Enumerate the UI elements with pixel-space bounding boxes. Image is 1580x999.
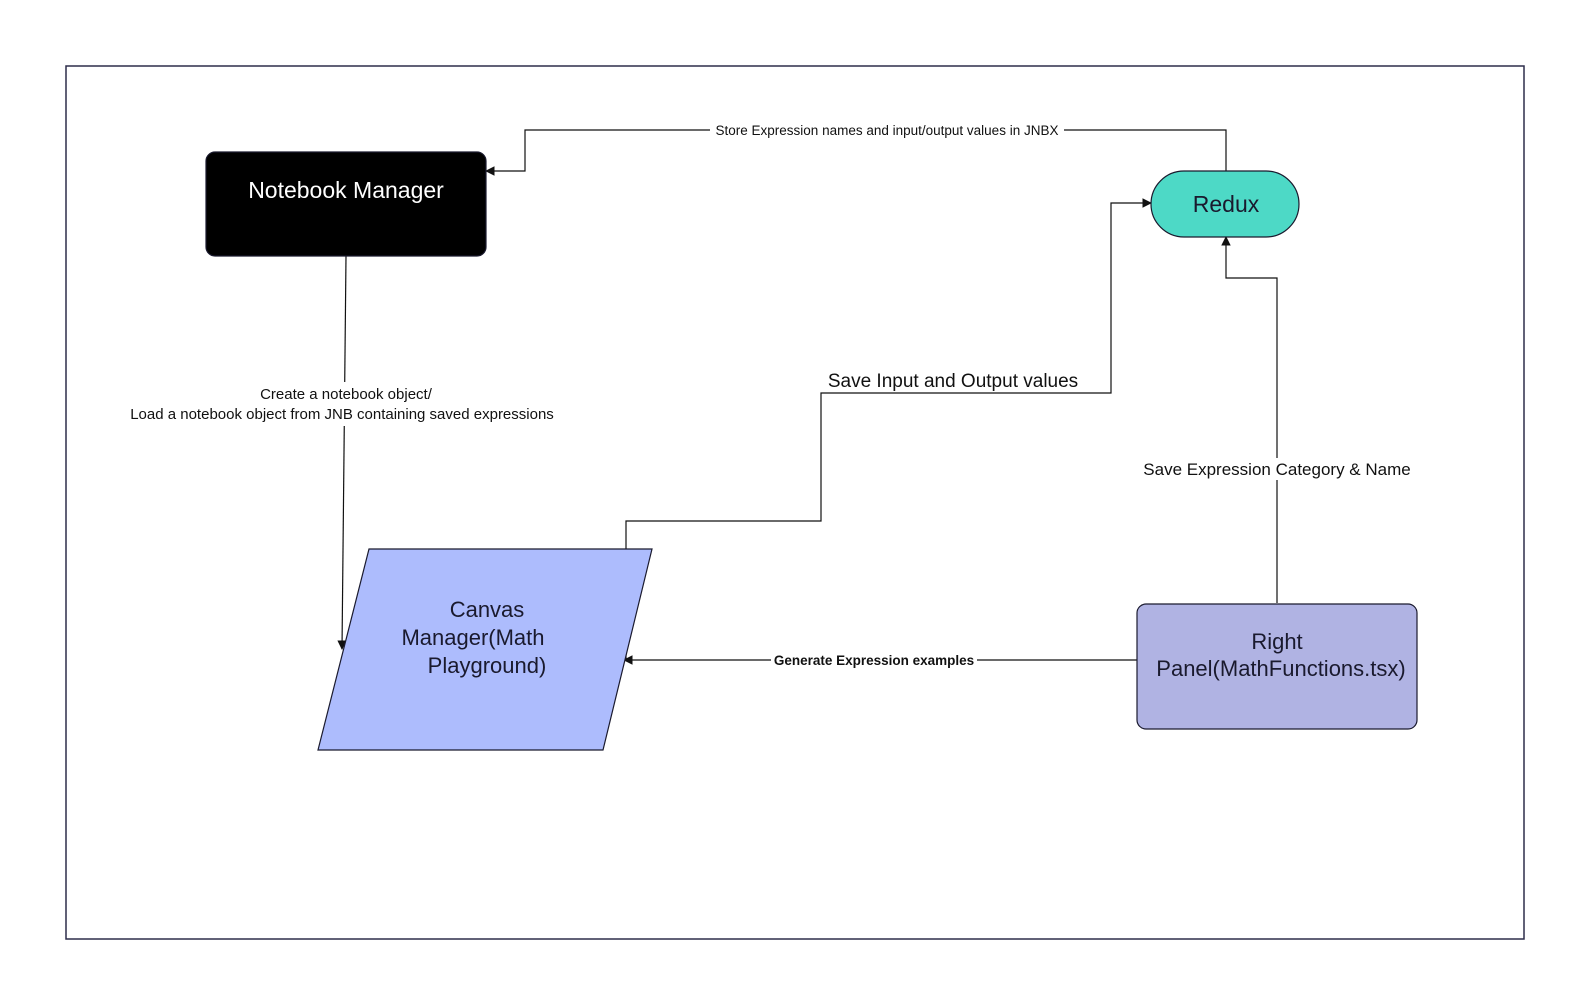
edge-save-io bbox=[625, 198, 1152, 660]
canvas-manager-line3: Playground) bbox=[428, 653, 547, 678]
edge-label-create-line2: Load a notebook object from JNB containi… bbox=[130, 406, 554, 423]
notebook-manager-node bbox=[205, 151, 487, 257]
edge-label-create-line1: Create a notebook object/ bbox=[260, 386, 433, 403]
right-panel-line2: Panel(MathFunctions.tsx) bbox=[1156, 656, 1405, 681]
notebook-manager-label: Notebook Manager bbox=[248, 177, 444, 203]
canvas-manager-line1: Canvas bbox=[450, 597, 525, 622]
edge-store-expression bbox=[485, 129, 1227, 176]
edge-label-generate-examples: Generate Expression examples bbox=[774, 653, 974, 668]
right-panel-line1: Right bbox=[1251, 629, 1302, 654]
right-panel-node bbox=[1136, 603, 1418, 730]
label-bg-category bbox=[1136, 458, 1418, 480]
redux-label: Redux bbox=[1193, 191, 1260, 217]
label-bg-save-io bbox=[822, 370, 1084, 392]
edge-save-category bbox=[1221, 236, 1278, 603]
label-bg-generate bbox=[771, 651, 977, 669]
label-bg-create bbox=[118, 382, 568, 426]
edge-label-store-expression: Store Expression names and input/output … bbox=[716, 123, 1059, 138]
label-bg-store bbox=[710, 120, 1064, 140]
edge-label-save-category: Save Expression Category & Name bbox=[1143, 460, 1410, 479]
redux-node bbox=[1150, 170, 1300, 238]
edge-create-notebook bbox=[337, 255, 347, 650]
canvas-manager-line2: Manager(Math bbox=[401, 625, 544, 650]
canvas-manager-node bbox=[317, 548, 653, 751]
edge-label-save-io: Save Input and Output values bbox=[828, 371, 1078, 392]
